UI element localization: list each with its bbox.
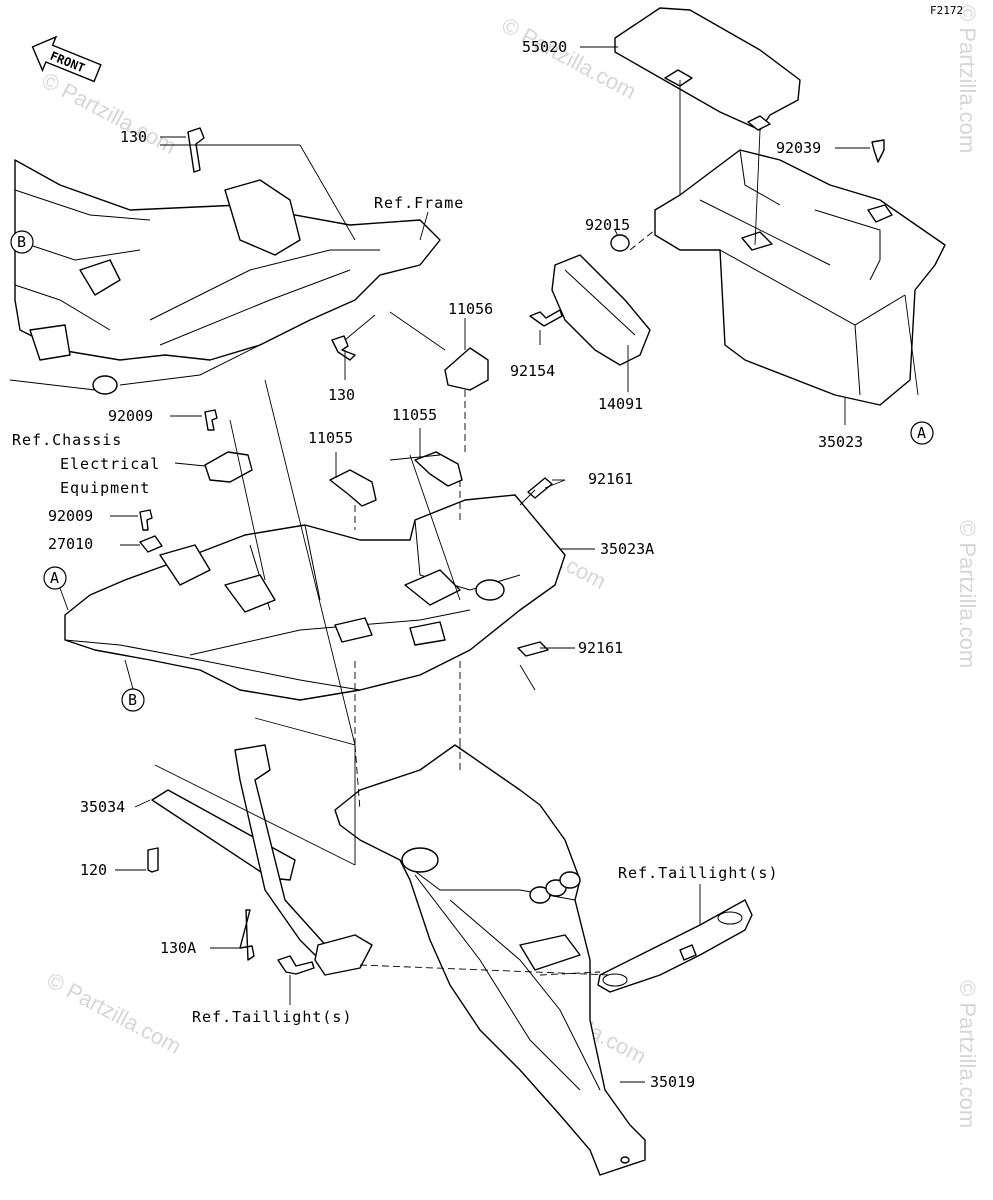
- dashed-lines: [354, 229, 656, 976]
- part-92161-pad-b: [517, 641, 549, 657]
- label-11056: 11056: [448, 300, 493, 318]
- bolt-130-top: [187, 127, 205, 173]
- bolt-taillight: [277, 955, 315, 975]
- bolts: [139, 127, 885, 975]
- taillight-bracket: [597, 899, 753, 993]
- label-ref-chassis-3: Equipment: [60, 479, 150, 497]
- diagram-id: F2172: [930, 4, 963, 17]
- label-11055-b: 11055: [392, 406, 437, 424]
- label-120: 120: [80, 861, 107, 879]
- label-ref-taillight-bottom: Ref.Taillight(s): [192, 1008, 353, 1026]
- label-55020: 55020: [522, 38, 567, 56]
- callout-a-upper: A: [910, 421, 934, 445]
- bolt-130-mid: [331, 335, 356, 361]
- watermark: © Partzilla.com: [43, 967, 186, 1059]
- label-35023: 35023: [818, 433, 863, 451]
- part-92015-grommet: [610, 234, 630, 252]
- label-130-mid: 130: [328, 386, 355, 404]
- watermark: © Partzilla.com: [955, 980, 980, 1128]
- label-92154: 92154: [510, 362, 555, 380]
- watermark: © Partzilla.com: [38, 67, 181, 159]
- part-92161-pad-a: [527, 477, 553, 499]
- part-11055-clamp-b: [414, 451, 463, 487]
- bolt-92039: [871, 139, 885, 163]
- part-11056-bracket: [444, 347, 489, 391]
- part-35019-rear-frame: [334, 744, 646, 1176]
- ref-frame-structure: [9, 159, 441, 395]
- callout-label: A: [50, 569, 59, 587]
- bolt-120: [147, 847, 159, 873]
- label-ref-taillight-right: Ref.Taillight(s): [618, 864, 779, 882]
- label-92009-a: 92009: [108, 407, 153, 425]
- part-labels: 55020 130 92039 Ref.Frame 92015 11056 13…: [12, 38, 863, 1091]
- label-130A: 130A: [160, 939, 196, 957]
- callout-a-lower: A: [43, 566, 67, 590]
- label-11055-a: 11055: [308, 429, 353, 447]
- bolt-92154: [529, 309, 563, 327]
- tube-plate: [314, 934, 373, 976]
- label-92161-a: 92161: [588, 470, 633, 488]
- label-ref-chassis-2: Electrical: [60, 455, 160, 473]
- label-130-top: 130: [120, 128, 147, 146]
- callout-label: B: [128, 691, 137, 709]
- callout-label: A: [917, 424, 926, 442]
- label-27010: 27010: [48, 535, 93, 553]
- label-92009-b: 92009: [48, 507, 93, 525]
- watermark: © Partzilla.com: [955, 5, 980, 153]
- label-92039: 92039: [776, 139, 821, 157]
- bolt-130A: [239, 909, 255, 961]
- part-55020-mat: [614, 7, 801, 131]
- part-35023-tray: [654, 149, 946, 406]
- part-35023A-fender: [64, 494, 566, 701]
- chassis-bracket: [204, 451, 253, 483]
- part-11055-clamp-a: [329, 469, 377, 507]
- label-35023A: 35023A: [600, 540, 654, 558]
- bolt-92009-a: [204, 409, 218, 431]
- label-92015: 92015: [585, 216, 630, 234]
- part-27010-clip: [139, 535, 163, 553]
- part-14091-cover: [551, 254, 651, 366]
- callout-b-upper: B: [10, 230, 34, 254]
- callout-b-lower: B: [121, 688, 145, 712]
- callout-label: B: [17, 233, 26, 251]
- watermark: © Partzilla.com: [498, 12, 641, 104]
- label-35034: 35034: [80, 798, 125, 816]
- label-14091: 14091: [598, 395, 643, 413]
- label-92161-b: 92161: [578, 639, 623, 657]
- label-35019: 35019: [650, 1073, 695, 1091]
- watermark: © Partzilla.com: [955, 520, 980, 668]
- leader-lines: [110, 46, 919, 1083]
- label-ref-chassis-1: Ref.Chassis: [12, 431, 122, 449]
- bolt-92009-b: [139, 509, 153, 531]
- label-ref-frame: Ref.Frame: [374, 194, 464, 212]
